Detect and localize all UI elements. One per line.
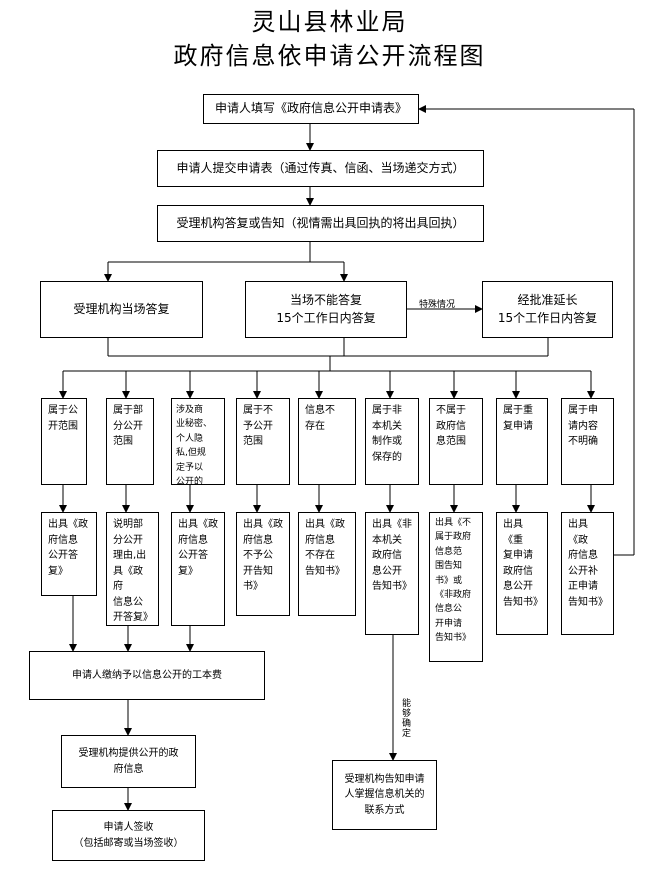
pay-fee-box: 申请人缴纳予以信息公开的工本费: [29, 651, 265, 700]
reply-within-15-days-box: 当场不能答复 15个工作日内答复: [245, 281, 407, 338]
title-line2: 政府信息依申请公开流程图: [173, 42, 486, 70]
reply-or-notify-step: 受理机构答复或告知（视情需出具回执的将出具回执）: [157, 205, 484, 242]
category-box-partial-public: 属于部 分公开 范围: [106, 398, 154, 485]
special-case-label: 特殊情况: [419, 300, 456, 310]
output-box-not-gov-info-notice: 出具《不 属于政府 信息范 围告知 书》或 《非政府 信息公 开申请 告知书》: [429, 512, 483, 662]
category-box-not-gov-info: 不属于 政府信 息范围: [429, 398, 483, 485]
provide-info-box: 受理机构提供公开的政 府信息: [61, 735, 196, 788]
submit-application-step: 申请人提交申请表（通过传真、信函、当场递交方式）: [157, 150, 484, 187]
output-box-non-agency-notice: 出具《非 本机关 政府信 息公开 告知书》: [365, 512, 419, 635]
category-box-trade-secret-privacy: 涉及商 业秘密、 个人隐 私,但规 定予以 公开的: [171, 398, 225, 487]
category-box-public-scope: 属于公 开范围: [41, 398, 87, 485]
title-line1: 灵山县林业局: [251, 8, 408, 36]
inform-contact-box: 受理机构告知申请 人掌握信息机关的 联系方式: [332, 760, 437, 830]
output-box-privacy-reply: 出具《政 府信息 公开答 复》: [171, 512, 225, 626]
category-box-non-agency: 属于非 本机关 制作或 保存的: [365, 398, 419, 485]
reply-on-spot-box: 受理机构当场答复: [40, 281, 203, 338]
category-box-not-disclosed: 属于不 予公开 范围: [236, 398, 290, 485]
can-determine-label: 能够确定: [400, 698, 410, 738]
output-box-not-disclosed-notice: 出具《政 府信息 不予公 开告知 书》: [236, 512, 290, 616]
approved-extension-box: 经批准延长 15个工作日内答复: [482, 281, 613, 338]
output-box-duplicate-notice: 出具《重 复申请 政府信 息公开 告知书》: [496, 512, 548, 635]
output-box-public-reply: 出具《政 府信息 公开答 复》: [41, 512, 97, 596]
category-box-duplicate-request: 属于重 复申请: [496, 398, 548, 485]
output-box-not-exist-notice: 出具《政 府信息 不存在 告知书》: [298, 512, 356, 616]
output-box-correction-notice: 出具《政 府信息 公开补 正申请 告知书》: [561, 512, 614, 635]
fill-application-form-step: 申请人填写《政府信息公开申请表》: [203, 94, 419, 124]
sign-receipt-box: 申请人签收 （包括邮寄或当场签收）: [52, 810, 205, 861]
output-box-partial-reply: 说明部 分公开 理由,出 具《政府 信息公 开答复》: [106, 512, 159, 626]
category-box-info-not-exist: 信息不 存在: [298, 398, 356, 485]
category-box-unclear-request: 属于申 请内容 不明确: [561, 398, 614, 485]
